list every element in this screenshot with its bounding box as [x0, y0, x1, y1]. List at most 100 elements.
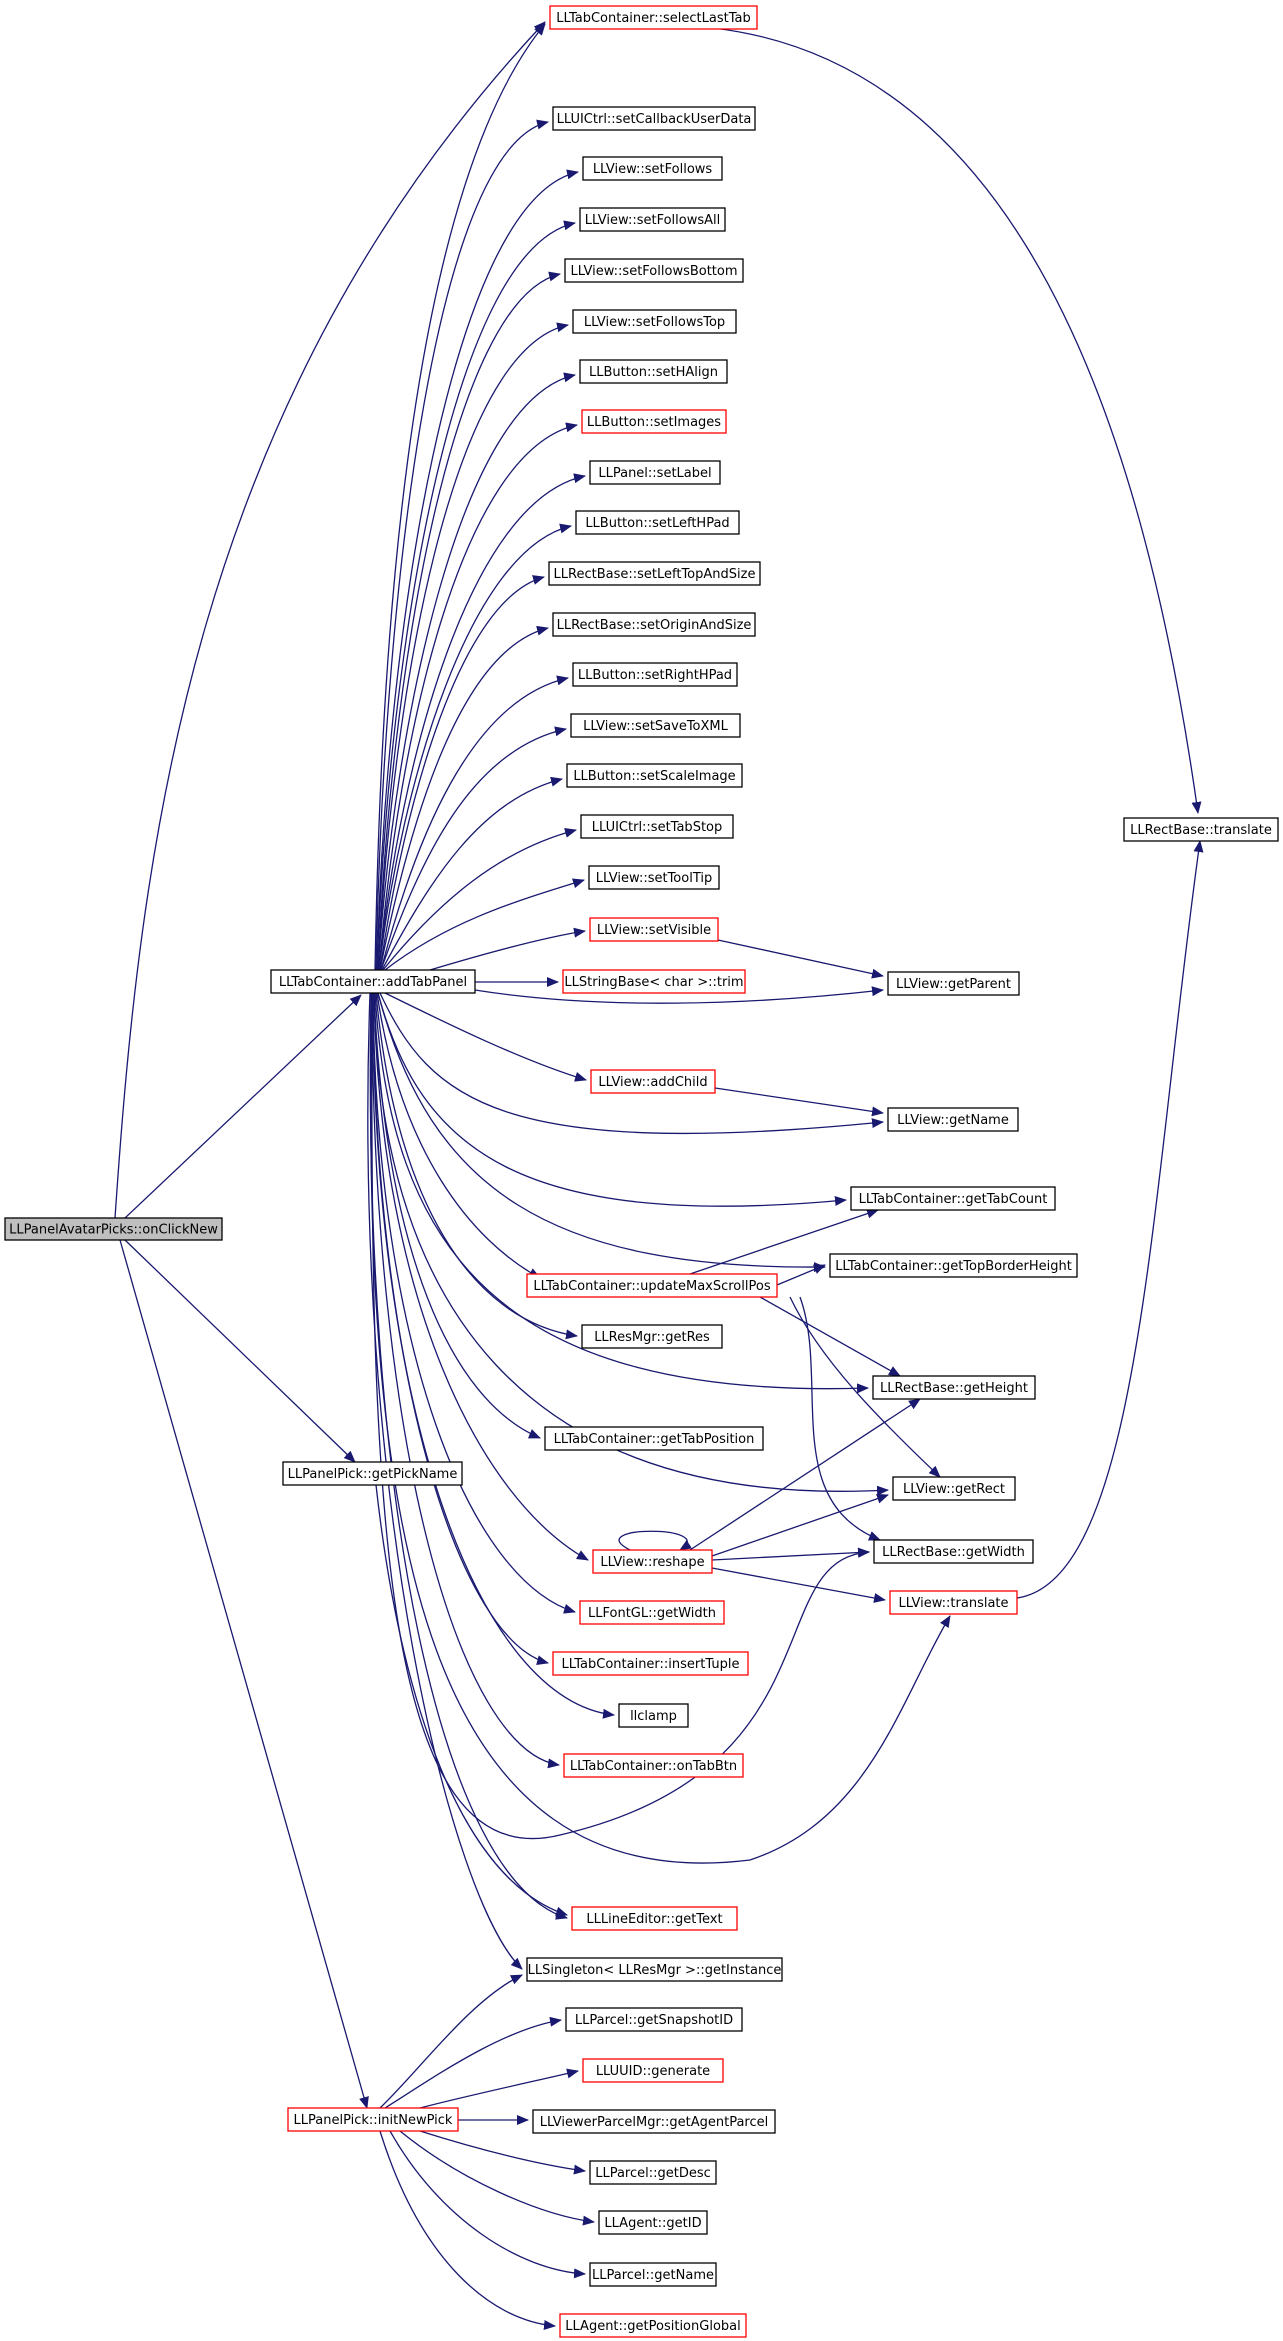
node-parcelGetName[interactable]: LLParcel::getName: [589, 2262, 717, 2287]
node-label: llclamp: [630, 1709, 677, 1724]
node-addTabPanel[interactable]: LLTabContainer::addTabPanel: [270, 969, 476, 994]
node-trim[interactable]: LLStringBase< char >::trim: [562, 969, 746, 994]
node-getAgentParcel[interactable]: LLViewerParcelMgr::getAgentParcel: [532, 2109, 776, 2134]
node-box: [570, 713, 741, 738]
node-getDesc[interactable]: LLParcel::getDesc: [589, 2160, 717, 2185]
node-setTabStop[interactable]: LLUICtrl::setTabStop: [580, 814, 734, 839]
node-label: LLRectBase::getHeight: [880, 1381, 1028, 1396]
node-label: LLTabContainer::selectLastTab: [556, 11, 750, 26]
node-box: [565, 2007, 743, 2032]
node-getPickName[interactable]: LLPanelPick::getPickName: [282, 1461, 463, 1486]
node-getTabCount[interactable]: LLTabContainer::getTabCount: [850, 1186, 1056, 1211]
node-selectLastTab[interactable]: LLTabContainer::selectLastTab: [549, 5, 758, 30]
node-label: LLTabContainer::getTabCount: [859, 1192, 1048, 1207]
node-label: LLView::setSaveToXML: [583, 719, 729, 734]
node-label: LLView::setToolTip: [596, 871, 712, 886]
node-label: LLButton::setScaleImage: [573, 769, 735, 784]
node-getTopBorderHeight[interactable]: LLTabContainer::getTopBorderHeight: [829, 1253, 1078, 1278]
node-setImages[interactable]: LLButton::setImages: [581, 409, 727, 434]
node-getTabPosition[interactable]: LLTabContainer::getTabPosition: [544, 1426, 764, 1451]
edge-initNewPick-to-getID: [399, 2130, 595, 2226]
node-getHeight[interactable]: LLRectBase::getHeight: [872, 1375, 1036, 1400]
node-getPositionGlobal[interactable]: LLAgent::getPositionGlobal: [559, 2313, 747, 2338]
node-setLeftHPad[interactable]: LLButton::setLeftHPad: [575, 510, 740, 535]
node-label: LLPanelPick::initNewPick: [294, 2113, 453, 2128]
edge-addTabPanel-to-getTopBorderHeight: [377, 992, 826, 1273]
edge-reshape-to-viewTranslate: [711, 1567, 886, 1603]
node-label: LLTabContainer::addTabPanel: [279, 975, 467, 990]
node-viewGetName[interactable]: LLView::getName: [887, 1107, 1019, 1132]
node-label: LLButton::setRightHPad: [578, 668, 732, 683]
node-label: LLViewerParcelMgr::getAgentParcel: [540, 2115, 769, 2130]
node-getSnapshotID[interactable]: LLParcel::getSnapshotID: [565, 2007, 743, 2032]
node-label: LLAgent::getID: [604, 2216, 701, 2231]
node-viewTranslate[interactable]: LLView::translate: [889, 1590, 1018, 1615]
edge-root-to-initNewPick: [119, 1239, 369, 2109]
node-box: [582, 2058, 724, 2083]
node-label: LLResMgr::getRes: [594, 1330, 710, 1345]
node-setCallbackUserData[interactable]: LLUICtrl::setCallbackUserData: [552, 106, 756, 131]
node-box: [579, 207, 726, 232]
node-setToolTip[interactable]: LLView::setToolTip: [588, 865, 720, 890]
node-label: LLTabContainer::getTabPosition: [554, 1432, 755, 1447]
node-label: LLFontGL::getWidth: [588, 1606, 716, 1621]
node-getInstance[interactable]: LLSingleton< LLResMgr >::getInstance: [526, 1957, 783, 1982]
node-insertTuple[interactable]: LLTabContainer::insertTuple: [552, 1651, 749, 1676]
node-label: LLPanelAvatarPicks::onClickNew: [9, 1223, 218, 1238]
node-setHAlign[interactable]: LLButton::setHAlign: [579, 359, 728, 384]
node-box: [562, 969, 746, 994]
node-label: LLView::setFollowsTop: [584, 315, 725, 330]
node-setVisible[interactable]: LLView::setVisible: [589, 917, 719, 942]
node-label: LLTabContainer::insertTuple: [562, 1657, 740, 1672]
node-initNewPick[interactable]: LLPanelPick::initNewPick: [287, 2107, 459, 2132]
node-reshape[interactable]: LLView::reshape: [592, 1549, 713, 1574]
node-setLeftTopAndSize[interactable]: LLRectBase::setLeftTopAndSize: [548, 561, 761, 586]
node-box: [282, 1461, 463, 1486]
node-updateMaxScrollPos[interactable]: LLTabContainer::updateMaxScrollPos: [526, 1273, 778, 1298]
node-onTabBtn[interactable]: LLTabContainer::onTabBtn: [563, 1753, 744, 1778]
node-box: [872, 1375, 1036, 1400]
node-getParent[interactable]: LLView::getParent: [887, 971, 1020, 996]
node-setScaleImage[interactable]: LLButton::setScaleImage: [566, 763, 743, 788]
node-label: LLView::getRect: [903, 1482, 1005, 1497]
node-getRes[interactable]: LLResMgr::getRes: [581, 1324, 723, 1349]
node-getRect[interactable]: LLView::getRect: [892, 1476, 1016, 1501]
node-rectTranslate[interactable]: LLRectBase::translate: [1123, 817, 1279, 842]
node-setOriginAndSize[interactable]: LLRectBase::setOriginAndSize: [552, 612, 756, 637]
node-setFollowsAll[interactable]: LLView::setFollowsAll: [579, 207, 726, 232]
node-getID[interactable]: LLAgent::getID: [598, 2210, 708, 2235]
node-generate[interactable]: LLUUID::generate: [582, 2058, 724, 2083]
node-setFollows[interactable]: LLView::setFollows: [582, 156, 723, 181]
node-label: LLRectBase::getWidth: [882, 1545, 1025, 1560]
edge-addTabPanel-to-reshape: [373, 992, 589, 1561]
edge-initNewPick-to-generate: [419, 2068, 579, 2109]
node-setSaveToXML[interactable]: LLView::setSaveToXML: [570, 713, 741, 738]
node-box: [588, 865, 720, 890]
node-label: LLButton::setImages: [587, 415, 721, 430]
node-box: [549, 5, 758, 30]
node-fontGetWidth[interactable]: LLFontGL::getWidth: [579, 1600, 725, 1625]
edge-addTabPanel-to-getRes: [375, 992, 578, 1340]
node-setFollowsBottom[interactable]: LLView::setFollowsBottom: [564, 258, 744, 283]
node-box: [589, 917, 719, 942]
node-llclamp[interactable]: llclamp: [618, 1703, 689, 1728]
node-box: [582, 156, 723, 181]
node-root[interactable]: LLPanelAvatarPicks::onClickNew: [4, 1217, 223, 1241]
node-getText[interactable]: LLLineEditor::getText: [571, 1906, 738, 1931]
node-setRightHPad[interactable]: LLButton::setRightHPad: [572, 662, 738, 687]
node-label: LLRectBase::setOriginAndSize: [557, 618, 752, 633]
edge-addTabPanel-to-setToolTip: [384, 878, 585, 971]
node-box: [580, 814, 734, 839]
node-setLabel[interactable]: LLPanel::setLabel: [589, 460, 721, 485]
edge-initNewPick-to-getPositionGlobal: [379, 2130, 556, 2330]
node-addChild[interactable]: LLView::addChild: [590, 1069, 716, 1094]
node-label: LLTabContainer::getTopBorderHeight: [835, 1259, 1072, 1274]
node-label: LLTabContainer::updateMaxScrollPos: [533, 1279, 770, 1294]
edge-addTabPanel-to-addChild: [384, 992, 587, 1082]
edge-updateMaxScrollPos-to-getTopBorderHeight: [776, 1264, 826, 1286]
node-setFollowsTop[interactable]: LLView::setFollowsTop: [572, 309, 737, 334]
edge-addTabPanel-to-setFollowsBottom: [377, 271, 561, 971]
node-box: [581, 1324, 723, 1349]
edge-addTabPanel-to-setLeftTopAndSize: [379, 575, 545, 971]
node-rectGetWidth[interactable]: LLRectBase::getWidth: [873, 1539, 1034, 1564]
